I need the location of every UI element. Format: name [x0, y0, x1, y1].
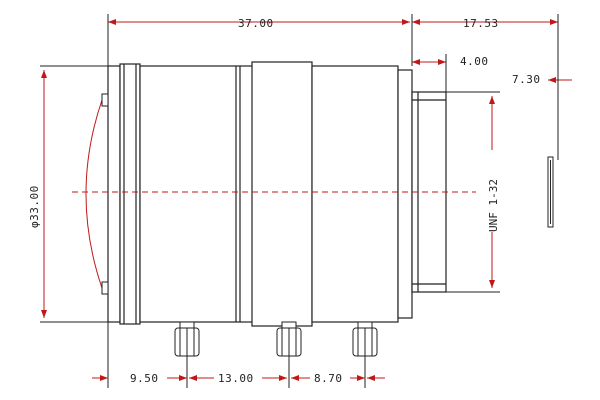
thread-dimension	[446, 91, 500, 293]
front-cap	[107, 65, 121, 323]
front-lens-curve	[85, 99, 103, 289]
barrel-front	[139, 65, 241, 323]
dim-flange-offset: 7.30	[512, 73, 541, 86]
dim-overall-length: 37.00	[238, 17, 274, 30]
diameter-dimension-line	[40, 65, 108, 323]
set-screw-1	[174, 321, 200, 357]
top-dimension-lines	[108, 19, 572, 83]
thread-spec: UNF 1-32	[487, 179, 500, 232]
dim-diameter: φ33.00	[28, 185, 41, 228]
set-screw-3	[352, 321, 378, 357]
front-cap-tabs	[101, 93, 109, 295]
set-screw-2	[276, 321, 302, 357]
dim-back-focal-length: 17.53	[463, 17, 499, 30]
dim-screw-offset: 9.50	[130, 372, 159, 385]
bottom-dimension-lines	[92, 356, 385, 388]
front-ring	[119, 63, 141, 325]
dim-screw-spacing-a: 13.00	[218, 372, 254, 385]
focus-ring	[251, 61, 313, 327]
dim-mount-length: 4.00	[460, 55, 489, 68]
barrel-rear	[311, 65, 399, 323]
sensor-plane-icon	[547, 156, 554, 228]
lens-body	[107, 61, 447, 327]
rear-step	[397, 69, 413, 319]
dim-screw-spacing-b: 8.70	[314, 372, 343, 385]
